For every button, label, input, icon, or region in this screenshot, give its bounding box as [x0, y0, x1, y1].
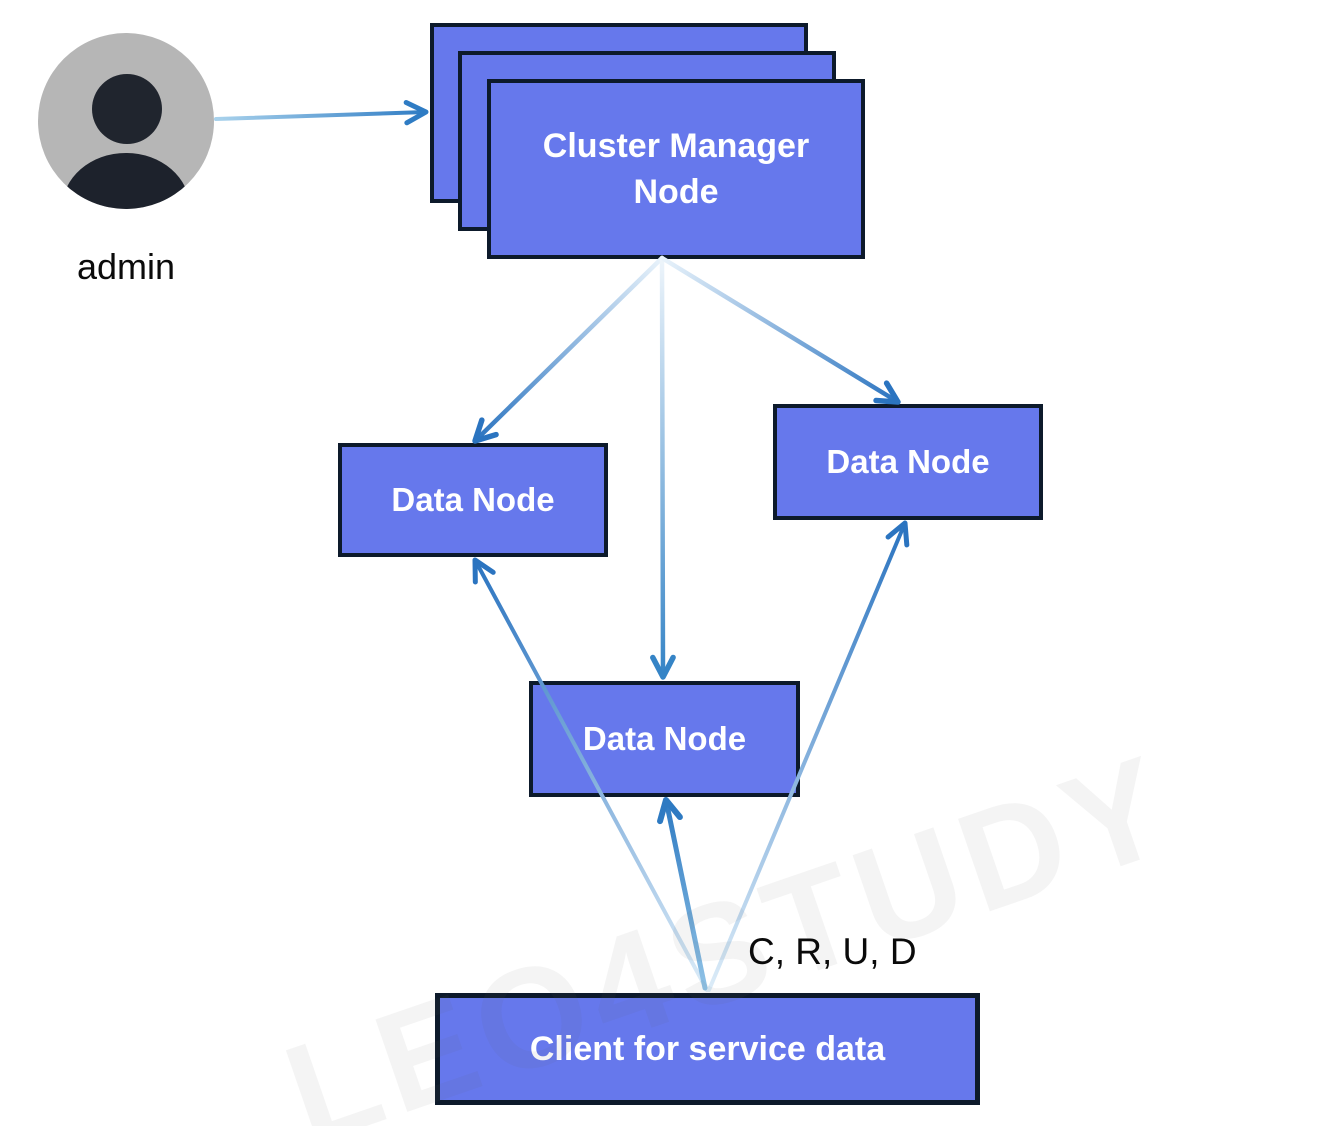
actor-label-admin: admin	[76, 246, 176, 287]
arrowhead-icon	[885, 520, 910, 548]
arrowhead-icon	[873, 380, 901, 405]
node-client: Client for service data	[435, 993, 980, 1105]
arrowhead-icon	[472, 417, 499, 444]
arrowhead-icon	[650, 654, 676, 680]
node-label: Data Node	[582, 720, 747, 757]
arrowhead-icon	[472, 557, 496, 585]
node-label: Cluster Manager Node	[542, 126, 810, 211]
node-data-middle: Data Node	[529, 681, 800, 797]
edge-cluster-to-data_right	[659, 255, 901, 405]
node-label: Client for service data	[529, 1029, 886, 1068]
arrowhead-icon	[657, 797, 683, 825]
edge-admin-to-cluster	[214, 110, 428, 121]
crud-annotation: C, R, U, D	[748, 931, 917, 972]
arrowhead-icon	[403, 99, 429, 126]
admin-avatar	[38, 33, 214, 209]
person-shoulders-icon	[62, 153, 190, 209]
person-icon	[92, 74, 162, 144]
node-cluster-manager: Cluster Manager Node	[487, 79, 865, 259]
edge-cluster-to-data_left	[472, 255, 665, 444]
node-label: Data Node	[391, 481, 555, 518]
edge-cluster-to-data_middle	[659, 255, 666, 680]
node-data-right: Data Node	[773, 404, 1043, 520]
node-label: Data Node	[826, 443, 990, 480]
edge-client-to-data_middle	[663, 797, 708, 991]
node-data-left: Data Node	[338, 443, 608, 557]
